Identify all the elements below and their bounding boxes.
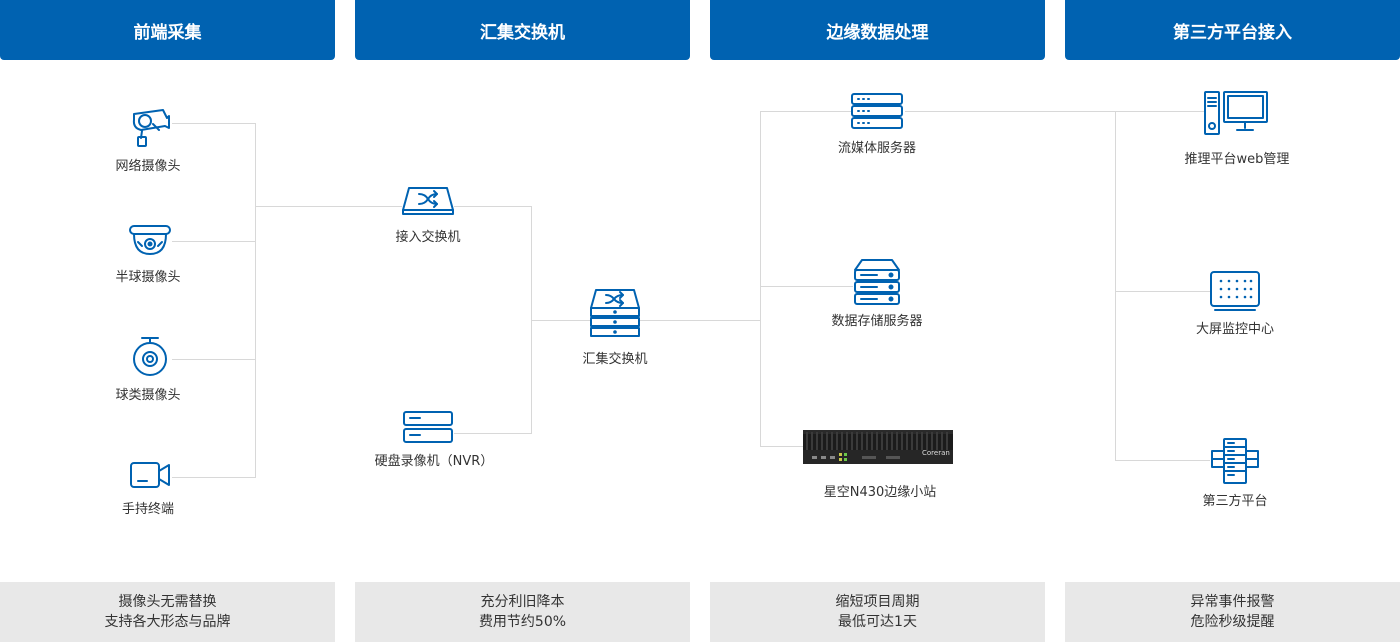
big-screen-label: 大屏监控中心	[1195, 322, 1275, 337]
access-switch-icon	[401, 186, 455, 216]
nvr-icon	[402, 410, 454, 444]
handheld-terminal-label: 手持终端	[121, 502, 175, 517]
footer-line: 支持各大形态与品牌	[104, 614, 231, 630]
aggregation-switch-label: 汇集交换机	[582, 352, 648, 367]
network-camera-icon	[129, 106, 173, 148]
footer-line: 摄像头无需替换	[118, 594, 217, 610]
footer-front-end: 摄像头无需替换 支持各大形态与品牌	[0, 582, 335, 642]
handheld-terminal-icon	[129, 459, 171, 491]
dome-camera-icon	[128, 224, 172, 258]
footer-line: 缩短项目周期	[835, 594, 920, 610]
dome-camera-label: 半球摄像头	[115, 270, 181, 285]
computer-monitor-icon	[1203, 90, 1269, 136]
device-brand-label: Coreran	[922, 449, 950, 457]
edge-station-device-image: Coreran	[802, 428, 954, 466]
storage-server-label: 数据存储服务器	[831, 314, 923, 329]
footer-line: 充分利旧降本	[480, 594, 565, 610]
streaming-server-label: 流媒体服务器	[837, 141, 917, 156]
footer-aggregation: 充分利旧降本 费用节约50%	[355, 582, 690, 642]
network-camera-label: 网络摄像头	[115, 159, 181, 174]
footer-edge: 缩短项目周期 最低可达1天	[710, 582, 1045, 642]
storage-server-icon	[852, 258, 902, 306]
footer-third-party: 异常事件报警 危险秒级提醒	[1065, 582, 1400, 642]
footer-line: 异常事件报警	[1190, 594, 1275, 610]
footer-line: 最低可达1天	[838, 614, 917, 630]
header-aggregation-switch: 汇集交换机	[355, 0, 690, 60]
nvr-label: 硬盘录像机（NVR）	[374, 454, 494, 469]
footer-line: 危险秒级提醒	[1190, 614, 1275, 630]
header-front-end: 前端采集	[0, 0, 335, 60]
footer-line: 费用节约50%	[478, 614, 567, 630]
edge-station-label: 星空N430边缘小站	[823, 485, 937, 500]
header-third-party: 第三方平台接入	[1065, 0, 1400, 60]
ball-camera-icon	[131, 336, 169, 378]
access-switch-label: 接入交换机	[395, 230, 461, 245]
aggregation-switch-icon	[589, 288, 641, 340]
third-party-platform-icon	[1210, 437, 1260, 485]
big-screen-icon	[1209, 270, 1261, 314]
streaming-server-icon	[850, 92, 904, 130]
web-management-label: 推理平台web管理	[1184, 152, 1290, 167]
third-party-platform-label: 第三方平台	[1202, 494, 1268, 509]
ball-camera-label: 球类摄像头	[115, 388, 181, 403]
header-edge-processing: 边缘数据处理	[710, 0, 1045, 60]
